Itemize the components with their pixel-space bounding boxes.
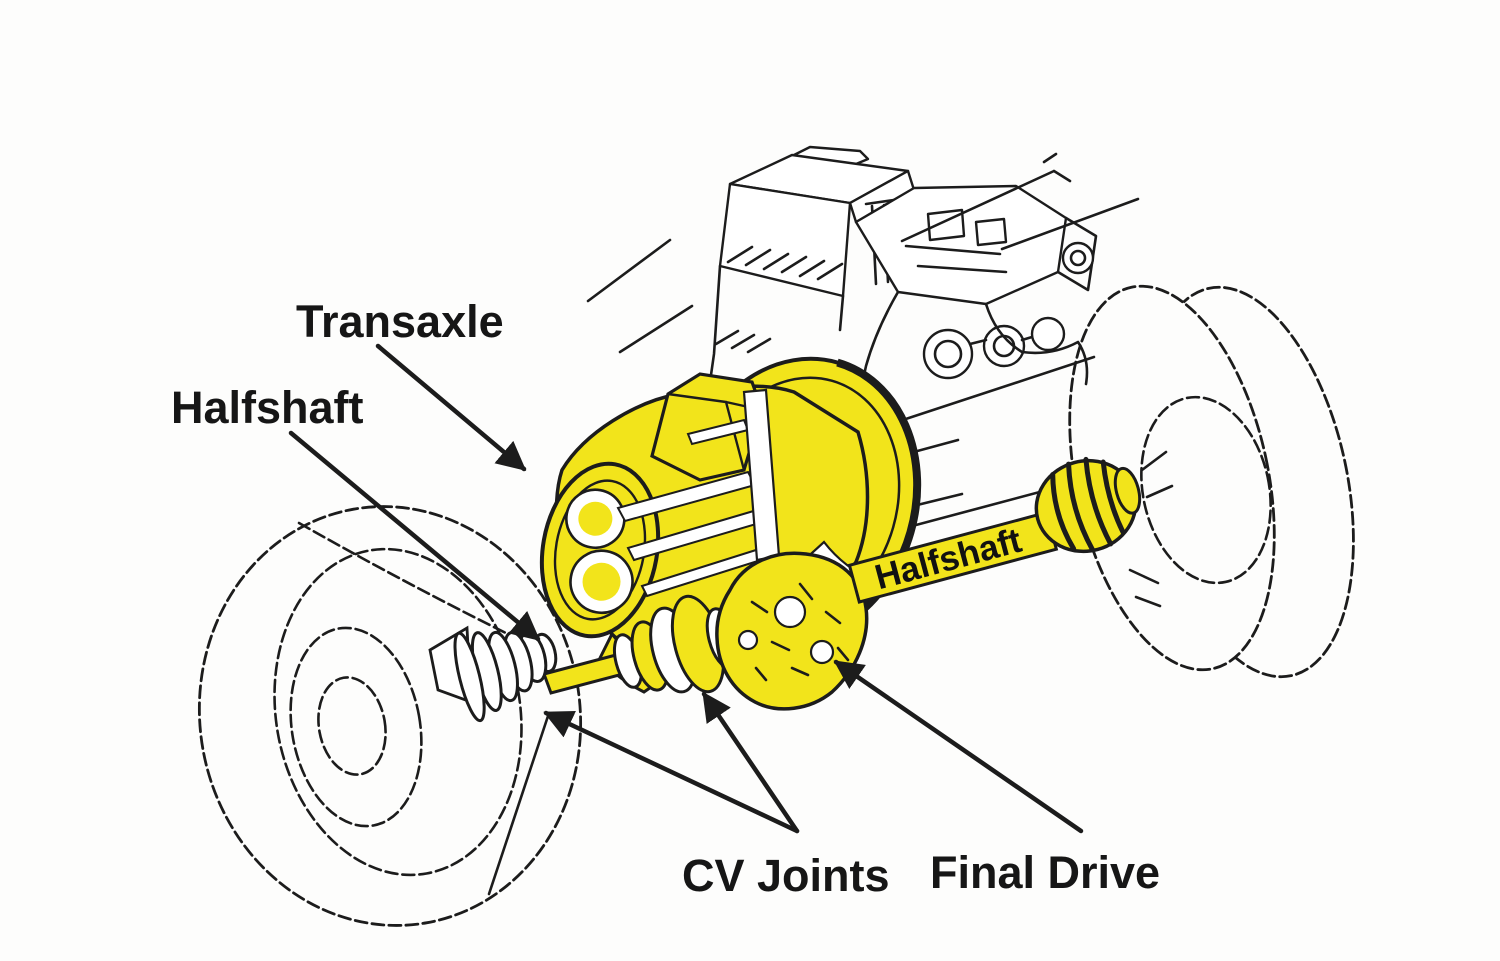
callout-arrows [288,343,1084,834]
right-hub-arc [1140,395,1272,585]
right-axle-ticks [1140,450,1174,499]
final-drive-arrow [833,659,1084,834]
left-hub-outer [289,626,423,828]
transaxle-arrow [375,343,527,472]
right-boot-clamp [1113,466,1142,515]
body-line-left [586,238,694,354]
left-hub-inner [317,676,387,776]
rocker-line [297,521,526,644]
halfshaft-arrow [288,430,541,642]
final-drive-boss-3 [737,629,759,651]
inner-cv-joint [612,594,739,694]
halfshaft-label: Halfshaft [171,382,364,433]
cv-joints-label: CV Joints [682,850,890,901]
right-hub-ticks [1128,568,1162,608]
end-cap-bearing-1-core [578,501,613,536]
right-wheel [1068,284,1355,679]
final-drive-boss-2 [809,639,835,665]
end-cap-bearing-2-core [582,562,621,601]
body-line-top-right-2 [1000,197,1140,251]
right-cv-boot [1034,456,1142,554]
intake-body [854,184,1068,306]
exhaust-port-1-inner [933,339,963,369]
final-drive-case [715,551,869,711]
final-drive-boss-1 [773,595,807,629]
exhaust-stubs [968,335,1034,346]
final-drive-label: Final Drive [930,847,1160,898]
cv-joints-arrow-inner [701,691,800,834]
block-fins [714,329,772,354]
final-drive-texture [750,582,850,682]
cover-fins [726,245,844,281]
final-drive-housing [715,551,869,711]
right-boot-ribs [1050,456,1126,553]
valve-cover-side [718,182,852,298]
boot-rib-1 [453,631,486,723]
cv-joints-arrow-outer [543,710,800,834]
callout-labels: Transaxle Halfshaft CV Joints Final Driv… [171,296,1160,901]
intake-detail-lines [904,244,1008,274]
transaxle-label: Transaxle [296,296,504,347]
body-line-top-right [900,152,1072,243]
control-arm-line [487,711,551,896]
exhaust-port-2 [982,324,1026,368]
exhaust-port-3 [1030,316,1066,352]
bracket-boss [1061,241,1095,275]
bracket-boss-inner [1069,249,1087,267]
engine-sketch [702,145,1098,426]
exhaust-port-1 [922,328,974,380]
outer-cv-boot [453,630,558,723]
